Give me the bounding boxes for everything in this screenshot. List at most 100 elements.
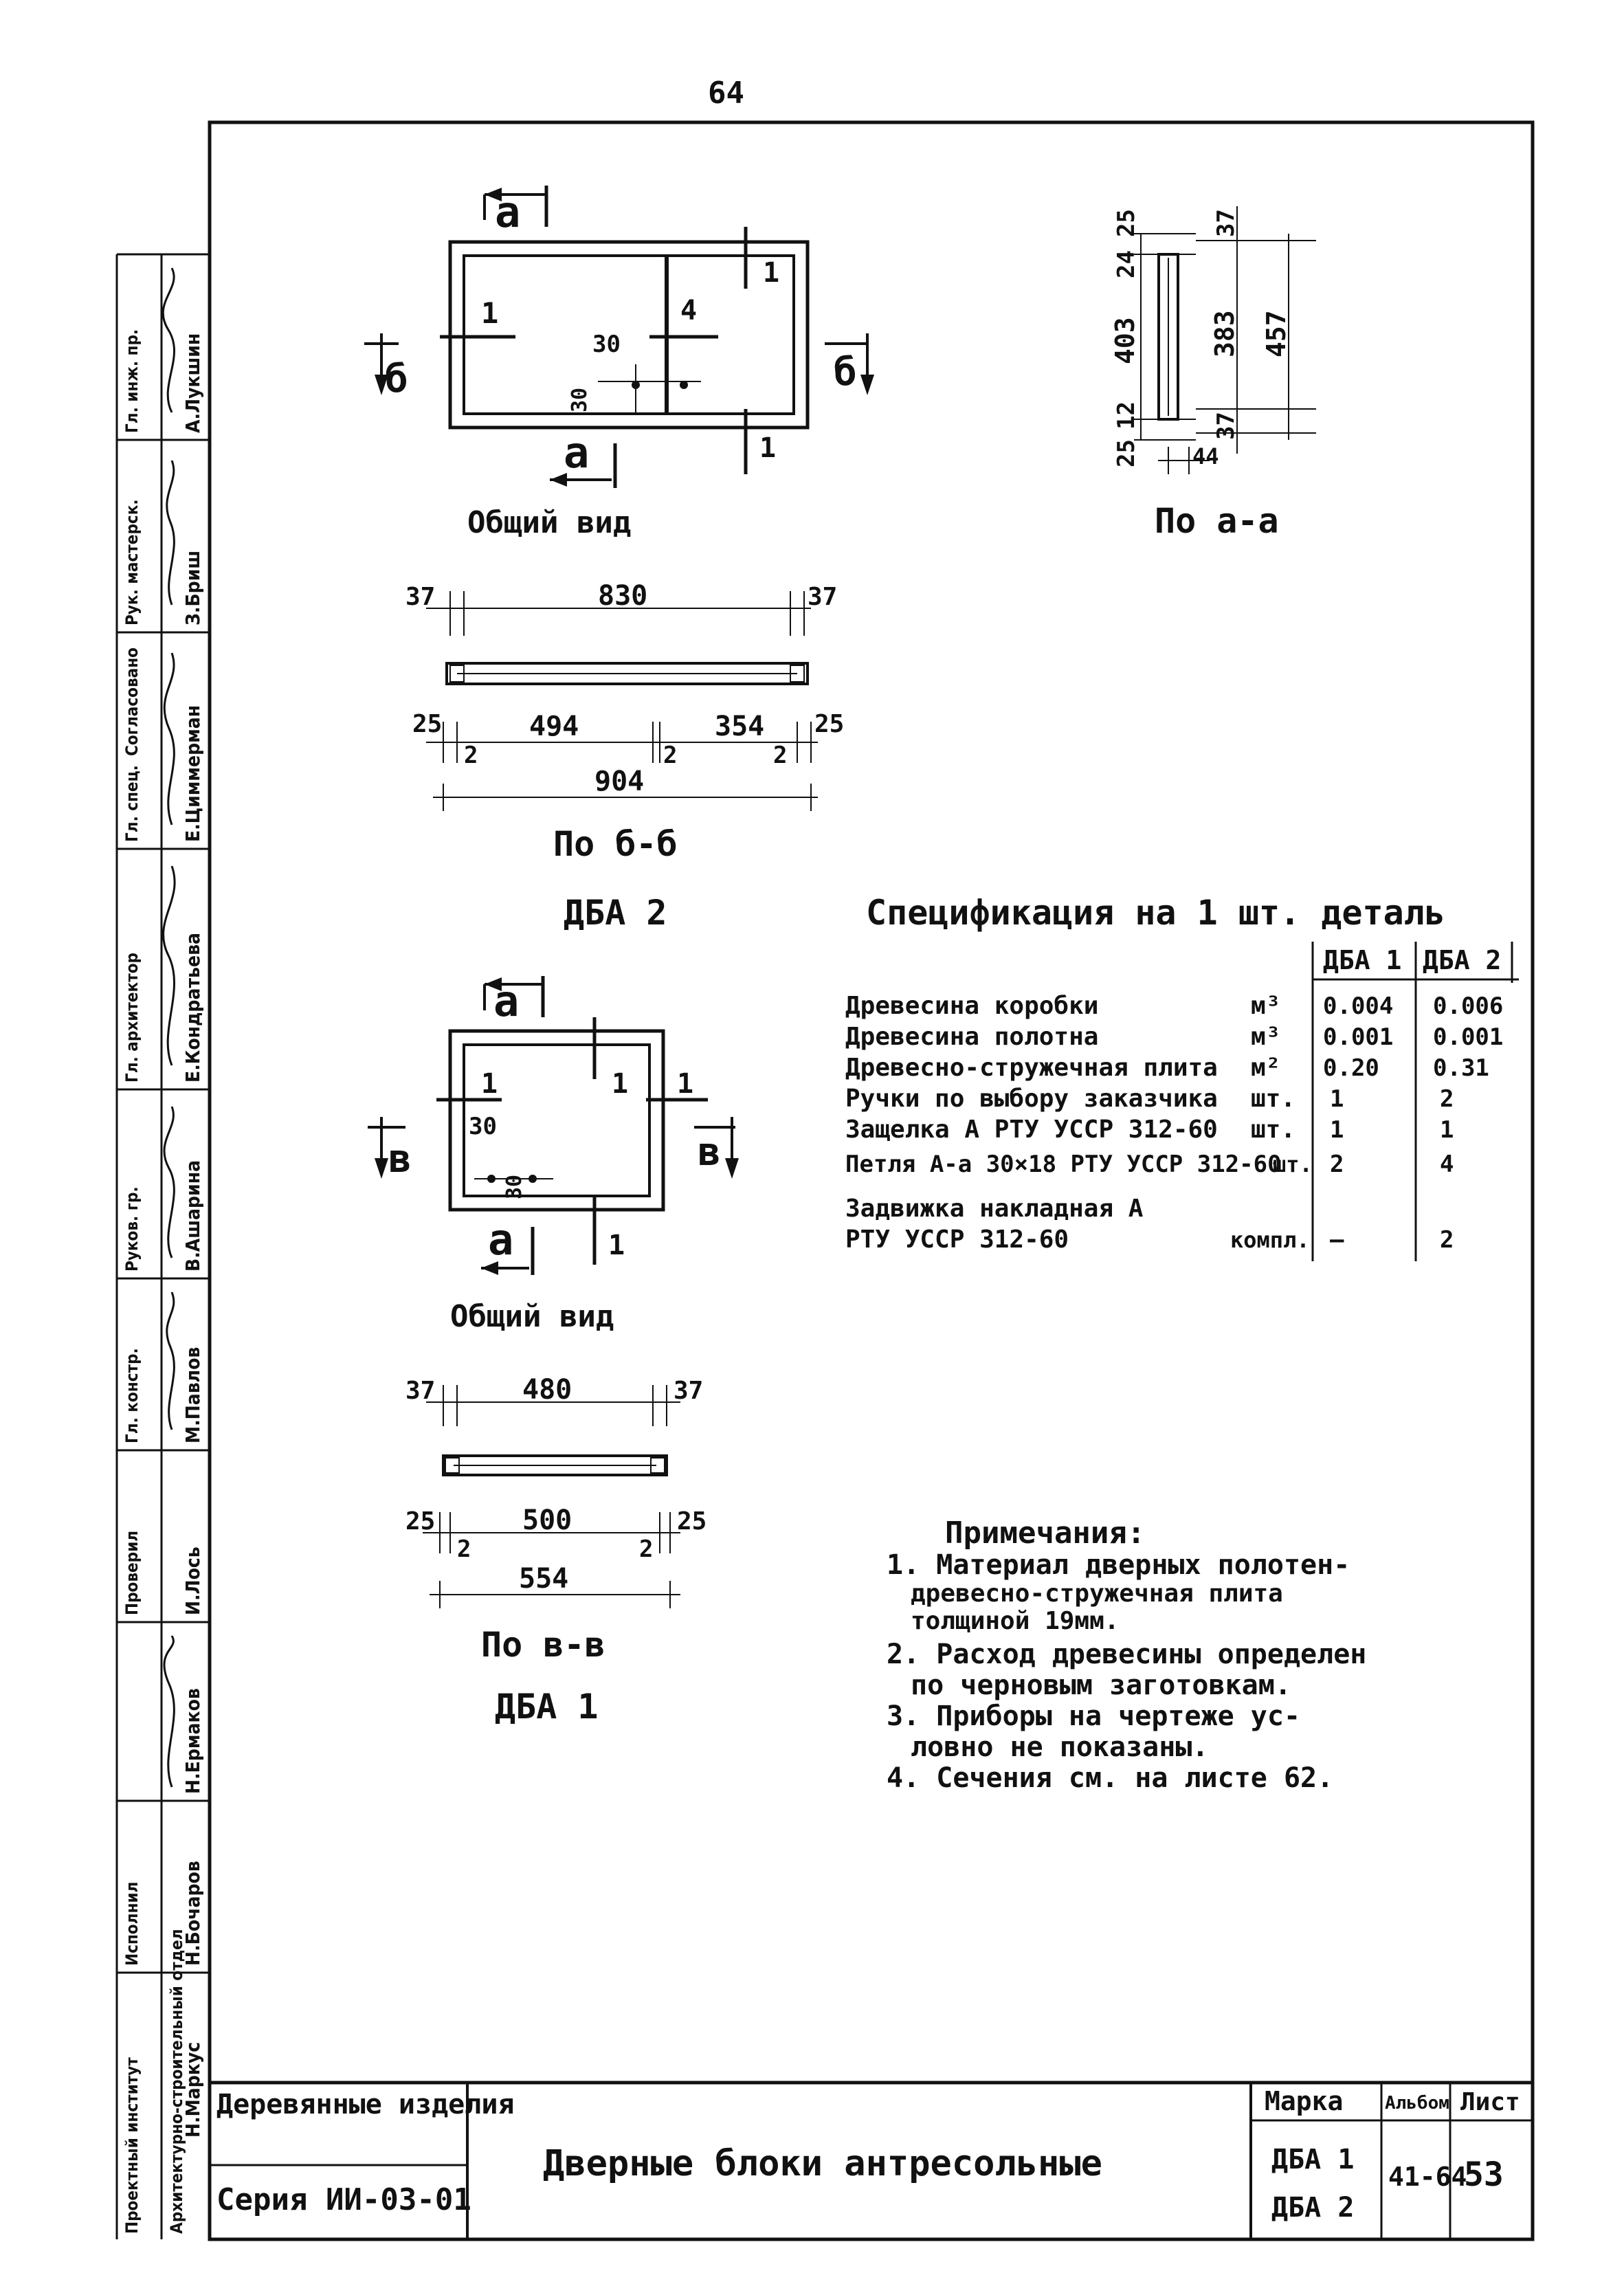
spec-row-5-v2: 1 [1440,1116,1454,1144]
bb-dim-25-left: 25 [412,710,442,738]
plan2-mark-a-bottom: a [564,428,589,478]
plan2-cut-1-bottom: 1 [759,432,776,464]
spec-row-5-v1: 1 [1330,1116,1344,1144]
plan1-mark-v-right: в [698,1130,721,1175]
spec-row-1-v1: 0.004 [1323,993,1393,1020]
stamp-cell-2: А.Лукшин [181,333,204,433]
tb-sheet: 53 [1464,2155,1504,2194]
signature-5 [163,1106,175,1259]
vv-dim-25-right: 25 [677,1507,707,1535]
aa-dim-25-bottom: 25 [1113,439,1140,467]
stamp-cell-11: В.Ашарина [181,1160,204,1272]
tb-mark-label: Марка [1265,2086,1343,2116]
note-line-5: по черновым заготовкам. [911,1670,1291,1701]
spec-row-2-v1: 0.001 [1323,1023,1393,1051]
plan1-mark-a-bottom: a [488,1215,513,1265]
plan1-mark-v-left: в [388,1137,412,1182]
plan2-mark-a-top: a [495,187,520,237]
bb-dim-2a: 2 [464,742,478,769]
title-block: Деревянные изделия Серия ИИ-03-01 Дверны… [210,2081,1533,2239]
spec-row-5-name: Защелка А РТУ УССР 312-60 [845,1116,1218,1144]
spec-row-7-name: Задвижка накладная А [845,1195,1144,1223]
plan2-cut-1-top: 1 [763,257,779,289]
plan2-dim-30h: 30 [592,331,621,358]
vv-dim-500: 500 [522,1505,572,1536]
vv-dim-25-left: 25 [405,1507,435,1535]
aa-dim-25-top: 25 [1113,209,1140,237]
stamp-cell-14: Проверил [122,1531,142,1615]
vv-dim-2b: 2 [639,1535,653,1563]
spec-row-6-v1: 2 [1330,1151,1344,1178]
vv-dim-37-left: 37 [405,1377,435,1405]
signature-1 [162,267,175,413]
bb-dim-494: 494 [529,711,579,742]
spec-row-6-v2: 4 [1440,1151,1454,1178]
signature-2 [166,460,175,606]
bb-dim-25-right: 25 [814,710,844,738]
bb-dim-2b: 2 [663,742,677,769]
tb-sheet-label: Лист [1460,2088,1520,2116]
spec-row-8-unit: компл. [1230,1227,1310,1253]
spec-row-5-unit: шт. [1251,1116,1295,1144]
aa-dim-403: 403 [1110,317,1140,364]
stamp-cell-10: Руков. гр. [122,1186,142,1272]
spec-row-6-unit: шт. [1273,1151,1313,1177]
section-vv-label: По в-в [481,1625,605,1665]
signature-6 [166,1291,175,1430]
aa-dim-457: 457 [1261,310,1291,357]
plan2-view-label: Общий вид [467,505,631,540]
spec-row-3-name: Древесно-стружечная плита [845,1054,1218,1082]
signature-7 [163,1635,175,1788]
vv-dim-37-right: 37 [674,1377,703,1405]
spec-row-8-name: РТУ УССР 312-60 [845,1226,1069,1254]
spec-col1-header: ДБА 1 [1323,945,1401,975]
aa-dim-12: 12 [1113,401,1140,430]
plan2-mark-b-right: б [834,350,857,395]
stamp-cell-17: Исполнил [122,1882,142,1966]
plan1-cut-1-bottom: 1 [608,1230,625,1261]
spec-row-4-name: Ручки по выбору заказчика [845,1085,1218,1113]
stamp-cell-21: Проектный институт [122,2057,142,2234]
plan1-mark-a-top: a [493,976,519,1026]
dba2-caption: ДБА 2 [564,893,667,933]
stamp-cell-4: З.Бриш [181,551,204,625]
stamp-cell-12: Гл. констр. [122,1348,142,1443]
spec-row-8-v1: — [1330,1226,1344,1254]
stamp-cell-19: Н.Маркус [181,2042,204,2138]
stamp-cell-9: Е.Кондратьева [181,933,204,1083]
plan2-cut-4: 4 [680,295,697,326]
stamp-cell-1: Гл. инж. пр. [122,329,142,433]
bb-dim-354: 354 [715,711,764,742]
plan1-cut-1-top: 1 [612,1068,628,1100]
signature-3 [163,652,175,825]
tb-series: Серия ИИ-03-01 [216,2182,471,2217]
spec-row-1-v2: 0.006 [1433,993,1503,1020]
spec-row-4-v1: 1 [1330,1085,1344,1113]
plan2-cut-1-left: 1 [481,296,498,330]
section-vv: 37 480 37 25 2 500 2 25 554 [405,1374,707,1608]
tb-title: Дверные блоки антресольные [543,2143,1102,2184]
dba2-plan: a б б a 1 1 1 4 30 30 [364,186,874,488]
aa-dim-37-top: 37 [1212,209,1240,237]
plan1-dim-30h: 30 [469,1113,497,1140]
note-line-1: 1. Материал дверных полотен- [887,1549,1350,1581]
plan1-view-label: Общий вид [450,1299,614,1334]
aa-dim-383: 383 [1210,310,1240,357]
tb-album: 41-64 [1388,2162,1467,2192]
dba1-caption: ДБА 1 [495,1687,599,1727]
tb-category: Деревянные изделия [216,2089,514,2120]
note-line-4: 2. Расход древесины определен [887,1639,1366,1670]
bb-dim-37-left: 37 [405,583,435,611]
spec-col2-header: ДБА 2 [1423,945,1501,975]
spec-row-1-name: Древесина коробки [845,992,1098,1020]
spec-title: Спецификация на 1 шт. деталь [866,893,1445,933]
spec-row-2-unit: м³ [1251,1023,1280,1051]
stamp-cell-7: Е.Циммерман [181,705,204,842]
spec-row-6-name: Петля А-а 30×18 РТУ УССР 312-60 [845,1151,1282,1178]
stamp-cell-8: Гл. архитектор [122,953,142,1083]
spec-row-2-name: Древесина полотна [845,1023,1098,1051]
stamp-cell-16: Н.Ермаков [181,1688,204,1794]
dba1-plan: a в в a 1 1 1 1 30 30 [368,976,739,1275]
spec-row-2-v2: 0.001 [1433,1023,1503,1051]
tb-mark-1: ДБА 1 [1271,2144,1354,2175]
